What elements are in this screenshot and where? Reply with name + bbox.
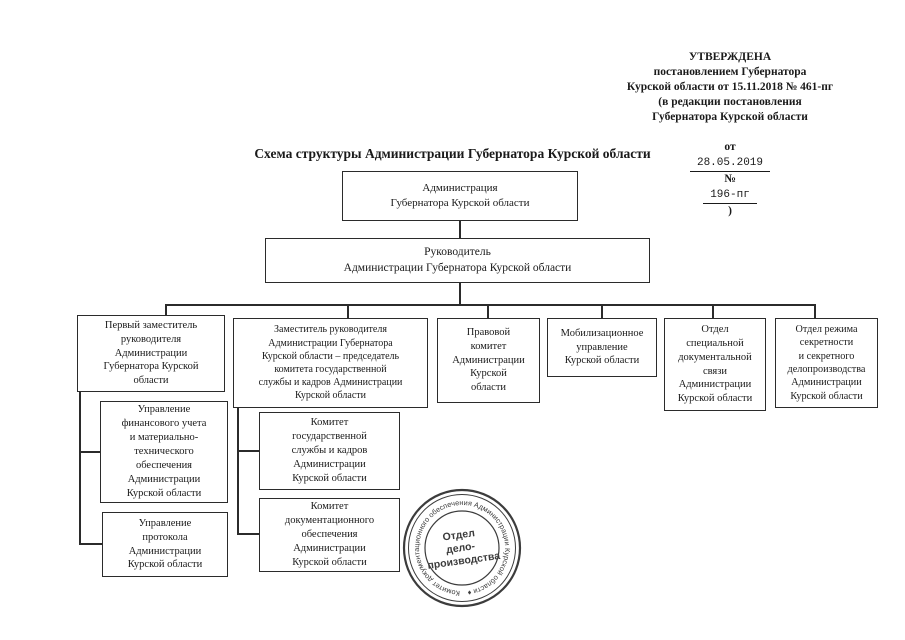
connector-head-bus bbox=[459, 283, 461, 306]
approval-suffix: ) bbox=[728, 205, 732, 217]
connector-drop-mobilization bbox=[601, 304, 603, 319]
org-node-head: Руководитель Администрации Губернатора К… bbox=[265, 238, 650, 283]
approval-line: (в редакции постановления bbox=[658, 96, 802, 108]
round-stamp: Комитет документационного обеспечения Ад… bbox=[402, 488, 522, 608]
page-title: Схема структуры Администрации Губернатор… bbox=[254, 146, 651, 161]
org-node-special-comms: Отдел специальной документальной связи А… bbox=[664, 318, 766, 411]
org-node-mobilization: Мобилизационное управление Курской облас… bbox=[547, 318, 657, 377]
approval-line: Курской области от 15.11.2018 № 461-пг bbox=[626, 81, 834, 93]
approval-amended-line: от 28.05.2019 № 196-пг ) bbox=[565, 125, 895, 219]
org-node-label: Управление финансового учета и материаль… bbox=[121, 404, 207, 499]
org-node-civil-service-committee: Комитет государственной службы и кадров … bbox=[259, 412, 400, 490]
org-node-legal-committee: Правовой комитет Администрации Курской о… bbox=[437, 318, 540, 403]
connector-stub-finance bbox=[79, 451, 101, 453]
connector-bus bbox=[165, 304, 816, 306]
org-node-label: Отдел специальной документальной связи А… bbox=[677, 323, 753, 405]
connector-drop-deputy-chair bbox=[347, 304, 349, 319]
org-node-label: Управление протокола Администрации Курск… bbox=[127, 517, 203, 571]
org-node-records-committee: Комитет документационного обеспечения Ад… bbox=[259, 498, 400, 572]
org-node-label: Комитет документационного обеспечения Ад… bbox=[284, 501, 375, 568]
connector-drop-special-comms bbox=[712, 304, 714, 319]
svg-text:Отдел дело- пр: Отдел дело- производства bbox=[423, 524, 501, 572]
connector-admin-head bbox=[459, 221, 461, 238]
approval-prefix: от bbox=[724, 141, 736, 153]
org-node-first-deputy: Первый заместитель руководителя Админист… bbox=[77, 315, 225, 392]
stamp-inner-ring bbox=[424, 510, 500, 586]
approval-block: УТВЕРЖДЕНА постановлением Губернатора Ку… bbox=[565, 50, 895, 219]
org-node-label: Мобилизационное управление Курской облас… bbox=[560, 327, 644, 367]
org-node-label: Руководитель Администрации Губернатора К… bbox=[343, 246, 572, 274]
org-node-label: Комитет государственной службы и кадров … bbox=[291, 417, 368, 484]
org-node-label: Заместитель руководителя Администрации Г… bbox=[258, 324, 403, 402]
approval-number-sign: № bbox=[724, 173, 736, 185]
connector-stub-records bbox=[237, 533, 260, 535]
org-node-deputy-chair: Заместитель руководителя Администрации Г… bbox=[233, 318, 428, 408]
approval-line: постановлением Губернатора bbox=[653, 66, 807, 78]
approval-line: УТВЕРЖДЕНА bbox=[688, 51, 772, 63]
org-node-label: Отдел режима секретности и секретного де… bbox=[787, 323, 866, 402]
org-node-secrecy: Отдел режима секретности и секретного де… bbox=[775, 318, 878, 408]
approval-number-filled: 196-пг bbox=[703, 188, 757, 204]
org-node-protocol: Управление протокола Администрации Курск… bbox=[102, 512, 228, 577]
connector-deputy-chair-branch bbox=[237, 408, 239, 535]
stamp-outer-ring bbox=[402, 488, 522, 608]
org-node-finance: Управление финансового учета и материаль… bbox=[100, 401, 228, 503]
connector-first-deputy-branch bbox=[79, 392, 81, 545]
connector-drop-first-deputy bbox=[165, 304, 167, 316]
connector-stub-protocol bbox=[79, 543, 103, 545]
stamp-middle-ring bbox=[408, 494, 516, 602]
connector-drop-secrecy bbox=[814, 304, 816, 319]
org-node-label: Первый заместитель руководителя Админист… bbox=[103, 319, 199, 387]
approval-line: Губернатора Курской области bbox=[652, 111, 808, 123]
org-node-label: Администрация Губернатора Курской област… bbox=[390, 182, 530, 209]
org-node-administration: Администрация Губернатора Курской област… bbox=[342, 171, 578, 221]
org-node-label: Правовой комитет Администрации Курской о… bbox=[452, 326, 525, 394]
connector-stub-civil-service bbox=[237, 450, 260, 452]
connector-drop-legal bbox=[487, 304, 489, 319]
stamp-center-text: Отдел дело- производства bbox=[423, 524, 501, 572]
